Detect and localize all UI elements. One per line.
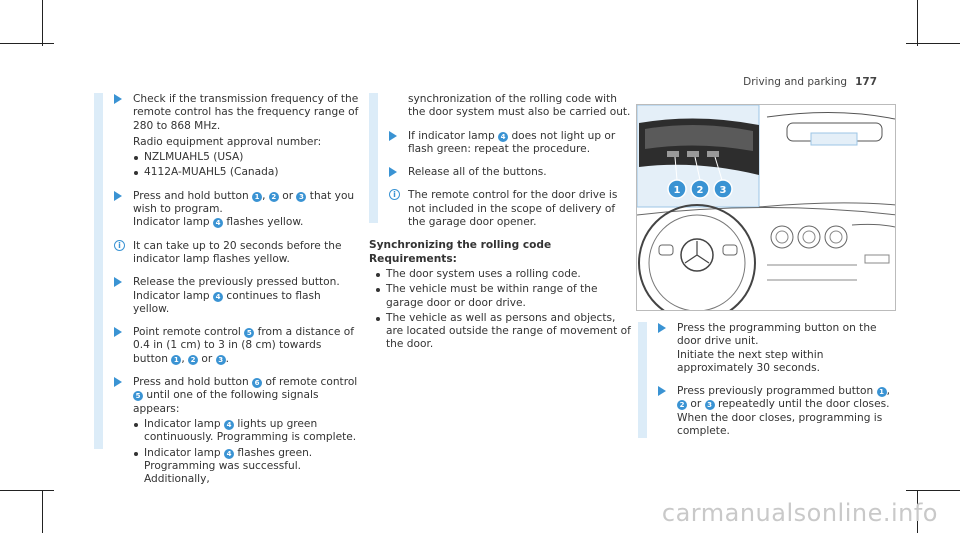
step-arrow-icon: [114, 377, 122, 388]
step-text: Press the programming button on the door…: [677, 322, 877, 348]
callout-1-icon: 1: [252, 191, 263, 202]
callout-5-icon: 5: [244, 328, 255, 339]
step-text: Press and hold button 1, 2 or 3 that you…: [133, 189, 355, 216]
column-3: Press the programming button on the door…: [638, 322, 896, 448]
note-text: It can take up to 20 seconds before the …: [133, 239, 342, 265]
step: Point remote control 5 from a distance o…: [114, 326, 359, 366]
requirements-list: The door system uses a rolling code. The…: [375, 268, 634, 352]
callout-4-icon: 4: [224, 419, 235, 430]
column-2: synchronization of the rolling code with…: [369, 93, 634, 352]
callout-4-icon: 4: [213, 291, 224, 302]
step-arrow-icon: [114, 190, 122, 201]
watermark: carmanualsonline.info: [661, 499, 938, 527]
note: i The remote control for the door drive …: [389, 189, 634, 229]
list-item: 4112A-MUAHL5 (Canada): [133, 166, 359, 179]
note: i It can take up to 20 seconds before th…: [114, 239, 359, 267]
car-interior-drawing: 1 2 3: [637, 105, 895, 310]
callout-6-icon: 6: [252, 378, 263, 389]
step-text: Release the previously pressed button.: [133, 276, 340, 289]
page-number: 177: [855, 76, 877, 88]
logo-icon: [680, 238, 714, 272]
callout-4-icon: 4: [498, 131, 509, 142]
step-arrow-icon: [389, 130, 397, 141]
step-arrow-icon: [389, 167, 397, 178]
page-header: Driving and parking 177: [743, 76, 877, 88]
list-item: NZLMUAHL5 (USA): [133, 151, 359, 164]
step: Release all of the buttons.: [389, 166, 634, 179]
callout-3-icon: 3: [215, 354, 226, 365]
side-bar: [94, 93, 103, 449]
callout-5-icon: 5: [133, 391, 143, 402]
step-text: synchronization of the rolling code with…: [408, 93, 631, 119]
note-text: The remote control for the door drive is…: [408, 189, 618, 229]
step-text: Initiate the next step within approximat…: [677, 348, 824, 374]
column-1: Check if the transmission frequency of t…: [94, 93, 359, 496]
callout-3-icon: 3: [296, 191, 307, 202]
step-arrow-icon: [658, 386, 666, 397]
crop-mark: [917, 490, 918, 533]
vent-icon: [797, 225, 821, 249]
requirements-label: Requirements:: [369, 252, 457, 265]
step-text: Point remote control 5 from a distance o…: [133, 326, 354, 365]
callout-2-icon: 2: [268, 191, 279, 202]
mirror-highlight: [810, 132, 858, 146]
list-item: The vehicle must be within range of the …: [375, 283, 634, 310]
approval-label: Radio equipment approval number:: [133, 135, 322, 148]
callout-2-icon: [690, 179, 710, 199]
step: Press the programming button on the door…: [658, 322, 896, 375]
step-text: When the door closes, programming is com…: [677, 411, 883, 438]
steering-wheel: [638, 204, 756, 310]
callout-label: 2: [697, 185, 704, 196]
side-bar: [638, 322, 647, 438]
step: If indicator lamp 4 does not light up or…: [389, 130, 634, 157]
crop-mark: [42, 0, 43, 46]
callout-1-icon: 1: [171, 354, 182, 365]
crop-mark: [0, 43, 54, 44]
callout-4-icon: 4: [213, 218, 224, 229]
info-icon: i: [114, 239, 125, 251]
step-arrow-icon: [114, 327, 122, 338]
step: Press and hold button 1, 2 or 3 that you…: [114, 190, 359, 230]
section-heading: Synchronizing the rolling code: [369, 239, 552, 252]
crop-mark: [42, 490, 43, 533]
section-title: Driving and parking: [743, 76, 848, 88]
step: Release the previously pressed button. I…: [114, 276, 359, 316]
callout-4-icon: 4: [224, 448, 235, 459]
step-text: Check if the transmission frequency of t…: [133, 93, 359, 132]
crop-mark: [0, 490, 54, 491]
list-item: The vehicle as well as persons and objec…: [375, 312, 634, 352]
step-arrow-icon: [658, 323, 666, 333]
step: Check if the transmission frequency of t…: [114, 93, 359, 180]
callout-1-icon: [667, 179, 687, 199]
step-text: Press and hold button 6 of remote contro…: [133, 376, 358, 415]
callout-1-icon: 1: [876, 387, 887, 398]
callout-2-icon: 2: [188, 354, 199, 365]
callout-3-icon: 3: [704, 400, 715, 411]
step: synchronization of the rolling code with…: [389, 93, 634, 120]
vent-icon: [824, 225, 848, 249]
step-text: Indicator lamp 4 flashes yellow.: [133, 216, 304, 229]
vent-icon: [770, 225, 794, 249]
list-item: The door system uses a rolling code.: [375, 268, 634, 281]
callout-label: 1: [674, 185, 681, 196]
list-item: Indicator lamp 4 flashes green. Programm…: [133, 447, 359, 487]
step-text: Press previously programmed button 1, 2 …: [677, 385, 890, 411]
info-icon: i: [389, 189, 400, 201]
step-text: Indicator lamp 4 continues to flash yell…: [133, 289, 321, 315]
crop-mark: [917, 0, 918, 46]
step-arrow-icon: [114, 94, 122, 104]
step: Press previously programmed button 1, 2 …: [658, 385, 896, 438]
step-text: If indicator lamp 4 does not light up or…: [408, 129, 616, 155]
crop-mark: [906, 490, 960, 491]
callout-label: 3: [720, 185, 727, 196]
dashboard-illustration: 1 2 3: [636, 104, 896, 311]
step: Press and hold button 6 of remote contro…: [114, 376, 359, 486]
step-arrow-icon: [114, 277, 122, 288]
list-item: Indicator lamp 4 lights up green continu…: [133, 418, 359, 445]
crop-mark: [906, 43, 960, 44]
step-text: Release all of the buttons.: [408, 166, 547, 179]
callout-2-icon: 2: [677, 400, 687, 411]
callout-3-icon: [713, 179, 733, 199]
side-bar: [369, 93, 378, 223]
